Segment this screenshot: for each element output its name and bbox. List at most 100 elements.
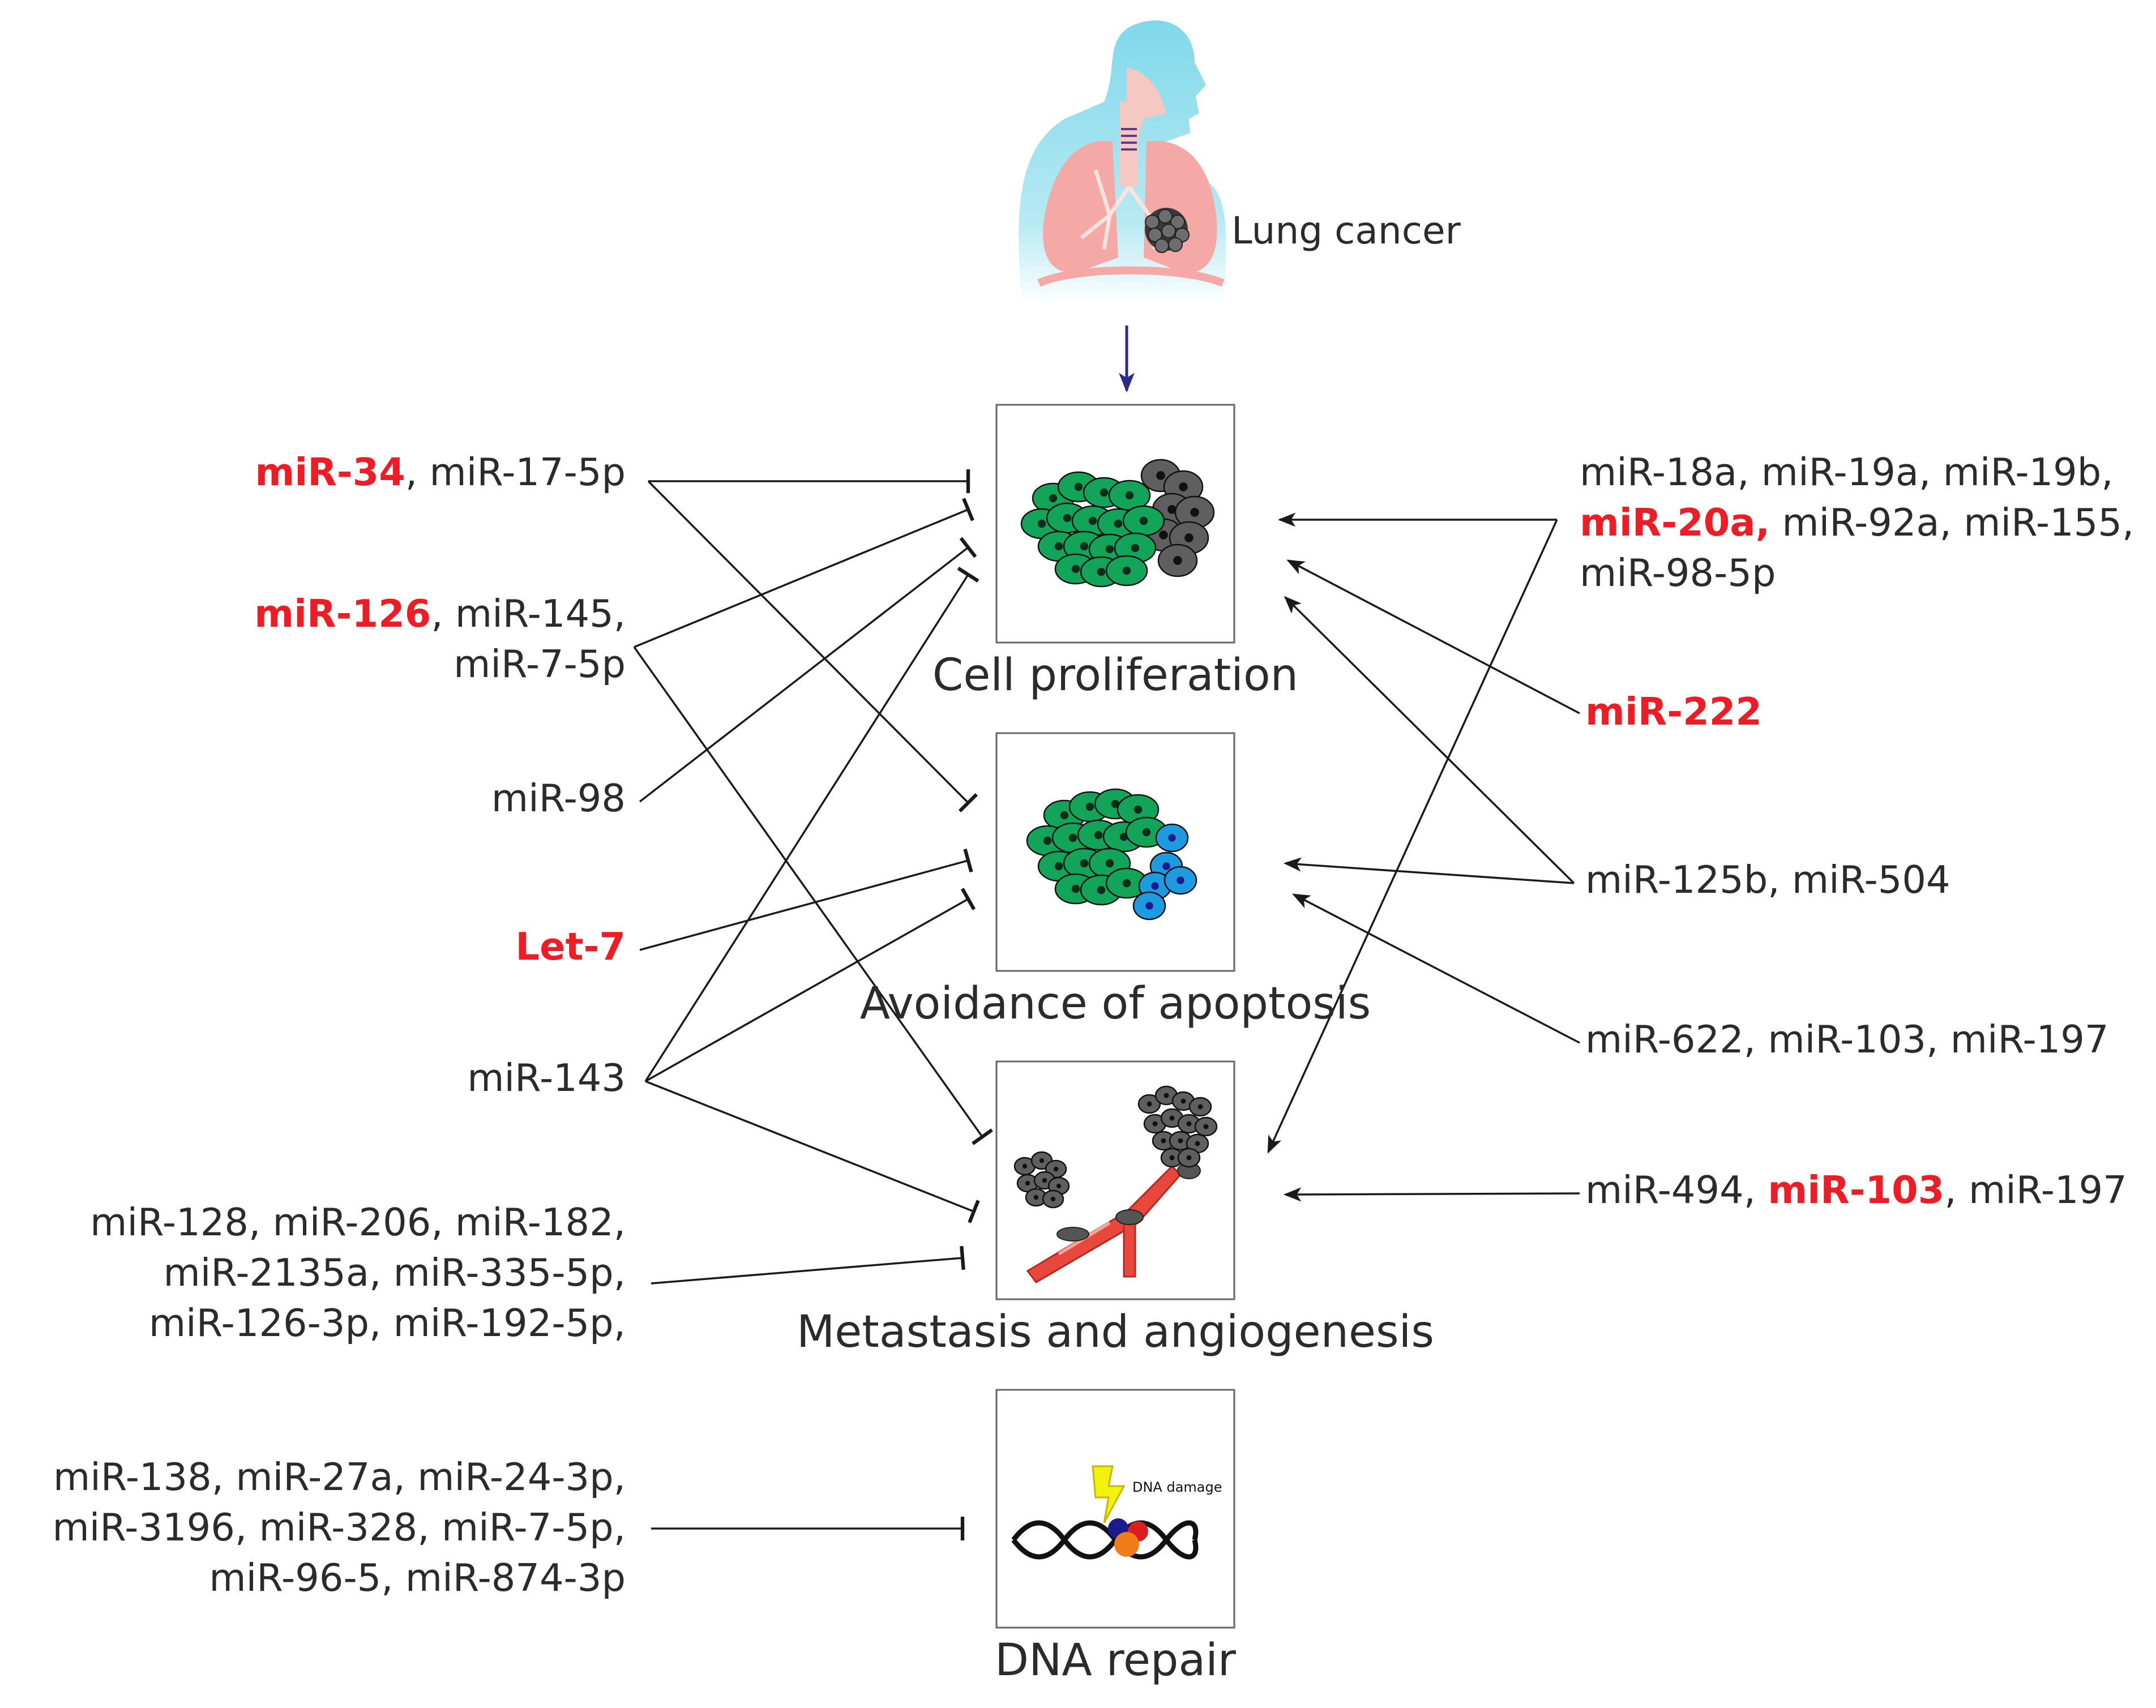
mirna-text: , miR-17-5p (405, 450, 626, 494)
mirna-group-mir222: miR-222 (1585, 687, 1762, 737)
activate-connector (1292, 893, 1580, 1044)
surviving-cell-nucleus (1122, 879, 1131, 888)
lightning-bolt-icon (1092, 1465, 1126, 1523)
activate-connector (1284, 596, 1575, 884)
lung-figure-illustration (1019, 20, 1226, 306)
surviving-cell-nucleus (1071, 884, 1080, 893)
mirna-text: , miR-197 (1944, 1168, 2127, 1212)
tumor-cell-nucleus (1147, 1101, 1152, 1107)
organ-label: Lung cancer (1231, 209, 1461, 252)
highlighted-mirna: miR-126 (254, 592, 431, 636)
mirna-group-mir125b: miR-125b, miR-504 (1585, 855, 1950, 905)
tumor-cell-nucleus (1203, 1124, 1209, 1129)
mirna-text: miR-3196, miR-328, miR-7-5p, (52, 1505, 626, 1550)
apoptotic-cell-nucleus (1177, 876, 1184, 884)
highlighted-mirna: miR-222 (1585, 690, 1763, 734)
surviving-cell-nucleus (1080, 859, 1089, 868)
mirna-text: miR-138, miR-27a, miR-24-3p, (53, 1455, 626, 1499)
highlighted-mirna: miR-20a, (1580, 500, 1770, 545)
inhibit-connector (639, 537, 977, 803)
mirna-line: miR-494, miR-103, miR-197 (1585, 1165, 2127, 1215)
proliferating-cell-nucleus (1080, 542, 1089, 551)
tumor-cell-nucleus (1173, 556, 1182, 565)
tumor-cell-nucleus (1167, 505, 1177, 514)
mirna-line: miR-128, miR-206, miR-182, (90, 1197, 626, 1248)
tumor-cell-nucleus (1169, 1155, 1175, 1161)
tumor-cluster-large (1137, 1085, 1218, 1168)
surviving-cell-nucleus (1054, 862, 1063, 871)
surviving-cell-nucleus (1105, 859, 1114, 868)
dna-damage-illustration: DNA damage (1011, 1465, 1222, 1560)
tumor-cell-nucleus (1022, 1163, 1028, 1169)
mirna-line: miR-34, miR-17-5p (255, 447, 626, 498)
activate-connector (1286, 559, 1580, 714)
tumor-cell-nucleus (1025, 1180, 1030, 1186)
proliferating-cell-nucleus (1049, 494, 1058, 503)
highlighted-mirna: miR-34 (255, 450, 405, 494)
tumor-cell-nucleus (1042, 1178, 1047, 1183)
surviving-cell-nucleus (1142, 828, 1151, 837)
proliferating-cell-nucleus (1131, 543, 1140, 553)
mirna-line: miR-222 (1585, 687, 1762, 737)
proliferating-cell-nucleus (1054, 542, 1063, 551)
surviving-cell-nucleus (1094, 831, 1103, 840)
tumor-cell-nucleus (1197, 1104, 1203, 1110)
mirna-line: miR-96-5, miR-874-3p (52, 1553, 626, 1603)
inhibit-connector (634, 498, 974, 648)
inhibit-connector (644, 567, 979, 1082)
tumor-cell-nucleus (1050, 1196, 1056, 1202)
activate-connector (1267, 519, 1558, 1154)
caption-dna-repair: DNA repair (995, 1635, 1236, 1686)
tumor-cell-nucleus (1156, 471, 1165, 480)
apoptotic-cell-nucleus (1162, 862, 1170, 870)
mirna-text: , miR-145, (431, 592, 626, 636)
proliferating-cell-nucleus (1063, 513, 1072, 523)
tumor-cell-nucleus (1186, 1155, 1192, 1161)
mirna-group-mir34: miR-34, miR-17-5p (255, 447, 626, 498)
tumor-cell-nucleus (1163, 1093, 1169, 1098)
proliferating-cell-nucleus (1139, 516, 1148, 525)
tumor-cluster-small (1013, 1151, 1070, 1209)
caption-proliferation: Cell proliferation (932, 650, 1299, 701)
box-dna-repair (995, 1389, 1235, 1629)
mirna-group-let7: Let-7 (515, 922, 626, 972)
caption-apoptosis: Avoidance of apoptosis (859, 978, 1371, 1029)
mirna-line: miR-20a, miR-92a, miR-155, (1580, 498, 2134, 548)
tumor-cell-nucleus (1033, 1195, 1039, 1200)
mirna-text: miR-96-5, miR-874-3p (209, 1556, 626, 1600)
dna-damage-label: DNA damage (1132, 1479, 1222, 1495)
mirna-text: miR-98 (491, 776, 626, 820)
surviving-cell-nucleus (1060, 811, 1069, 820)
proliferating-cell-nucleus (1071, 564, 1080, 573)
mirna-group-mir18a: miR-18a, miR-19a, miR-19b,miR-20a, miR-9… (1580, 447, 2134, 598)
mirna-text: miR-143 (467, 1056, 626, 1100)
intravasating-cell (1115, 1209, 1144, 1225)
mirna-text: miR-7-5p (454, 642, 626, 687)
mirna-line: miR-2135a, miR-335-5p, (90, 1248, 626, 1298)
tumor-cell-nucleus (1169, 1115, 1175, 1121)
tumor-cell-nucleus (1056, 1183, 1062, 1189)
highlighted-mirna: miR-103 (1768, 1168, 1945, 1212)
proliferating-cell-nucleus (1100, 488, 1109, 497)
tumor-mass (1145, 208, 1190, 253)
apoptosis-cells-illustration (1026, 788, 1197, 921)
proliferating-cell-nucleus (1088, 516, 1097, 525)
tumor-cell-nucleus (1039, 1158, 1045, 1163)
tumor-cell-nucleus (1152, 1121, 1158, 1127)
mirna-line: miR-7-5p (254, 639, 626, 690)
mirna-line: miR-126-3p, miR-192-5p, (90, 1298, 626, 1349)
mirna-text: miR-622, miR-103, miR-197 (1585, 1017, 2109, 1061)
mirna-group-mir98: miR-98 (491, 773, 626, 824)
mirna-group-mir126: miR-126, miR-145, miR-7-5p (254, 589, 626, 690)
mirna-text: miR-98-5p (1580, 551, 1776, 596)
tumor-cell-nucleus (1186, 1121, 1192, 1127)
surviving-cell-nucleus (1111, 799, 1120, 808)
mirna-text: miR-494, (1585, 1168, 1768, 1212)
tumor-cell-nucleus (1159, 530, 1168, 540)
mirna-text: miR-125b, miR-504 (1585, 858, 1950, 902)
surviving-cell-nucleus (1133, 805, 1143, 814)
proliferating-cell-nucleus (1114, 519, 1123, 528)
mirna-text: miR-92a, miR-155, (1770, 500, 2134, 545)
caption-metastasis: Metastasis and angiogenesis (797, 1307, 1434, 1358)
